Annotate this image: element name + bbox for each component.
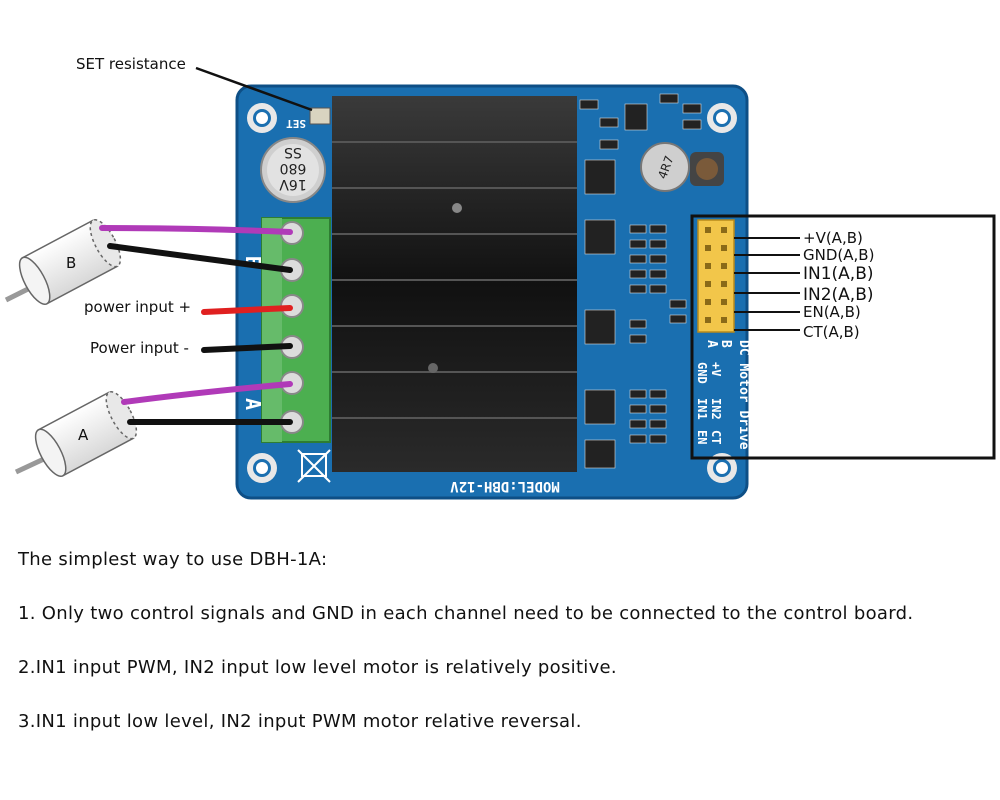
motor-b: B [4,219,122,305]
power-minus-label: Power input - [90,339,189,357]
pin-label-v: +V(A,B) [803,229,863,247]
pin-callout-box [690,214,996,460]
set-label: SET [286,117,306,130]
pin-header [697,219,735,333]
pin-label-in2: IN2(A,B) [803,285,874,305]
model-text: MODEL:DBH-12V [450,478,560,494]
set-resistance-label: SET resistance [76,55,186,73]
notes-title: The simplest way to use DBH-1A: [18,549,328,570]
cap-line-2: 680 [280,160,307,176]
mounting-hole-icon [247,103,737,483]
terminal-block [261,217,331,443]
power-plus-label: power input + [84,298,191,316]
header-label-in1: IN1 [695,398,709,420]
wire-power-plus [201,305,293,315]
note-item-2: 2.IN1 input PWM, IN2 input low level mot… [18,657,617,678]
header-silkscreen: A B DC Motor Drive +V GND IN1 IN2 EN CT [695,340,751,450]
header-label-gnd: GND [695,362,709,384]
weee-bin-icon [297,449,331,483]
motor-a-label: A [78,426,89,444]
pin-leader-lines [734,237,800,331]
header-ab-b: B [718,340,733,348]
header-label-ct: CT [709,430,723,444]
board-diagram: SET 16V 680 SS 4R7 [4,55,996,500]
pin-label-ct: CT(A,B) [803,323,860,341]
wire-b-purple [99,225,293,235]
terminal-a-label: A [241,398,265,410]
usage-notes: The simplest way to use DBH-1A: 1. Only … [18,548,988,764]
motor-b-label: B [66,254,76,272]
set-resistance-leader [195,66,313,112]
wire-power-minus [201,343,293,353]
capacitor: 16V 680 SS [260,137,326,203]
pin-label-in1: IN1(A,B) [803,264,874,284]
heatsink [332,96,577,472]
cap-line-1: 16V [279,176,307,192]
header-label-v: +V [709,362,723,376]
inductor: 4R7 [640,142,724,192]
header-label-en: EN [695,430,709,444]
header-label-in2: IN2 [709,398,723,420]
note-item-1: 1. Only two control signals and GND in e… [18,603,914,624]
motor-a: A [14,391,138,477]
wire-a-purple [121,381,293,405]
cap-line-3: SS [284,144,302,160]
pin-label-gnd: GND(A,B) [803,246,874,264]
board-title: DC Motor Drive [736,340,751,450]
wire-b-black [107,243,293,273]
note-item-3: 3.IN1 input low level, IN2 input PWM mot… [18,711,582,732]
set-resistor: SET [286,107,331,130]
pin-label-en: EN(A,B) [803,303,861,321]
header-ab-a: A [704,340,719,348]
wires [99,225,293,425]
smd-components [579,93,702,469]
